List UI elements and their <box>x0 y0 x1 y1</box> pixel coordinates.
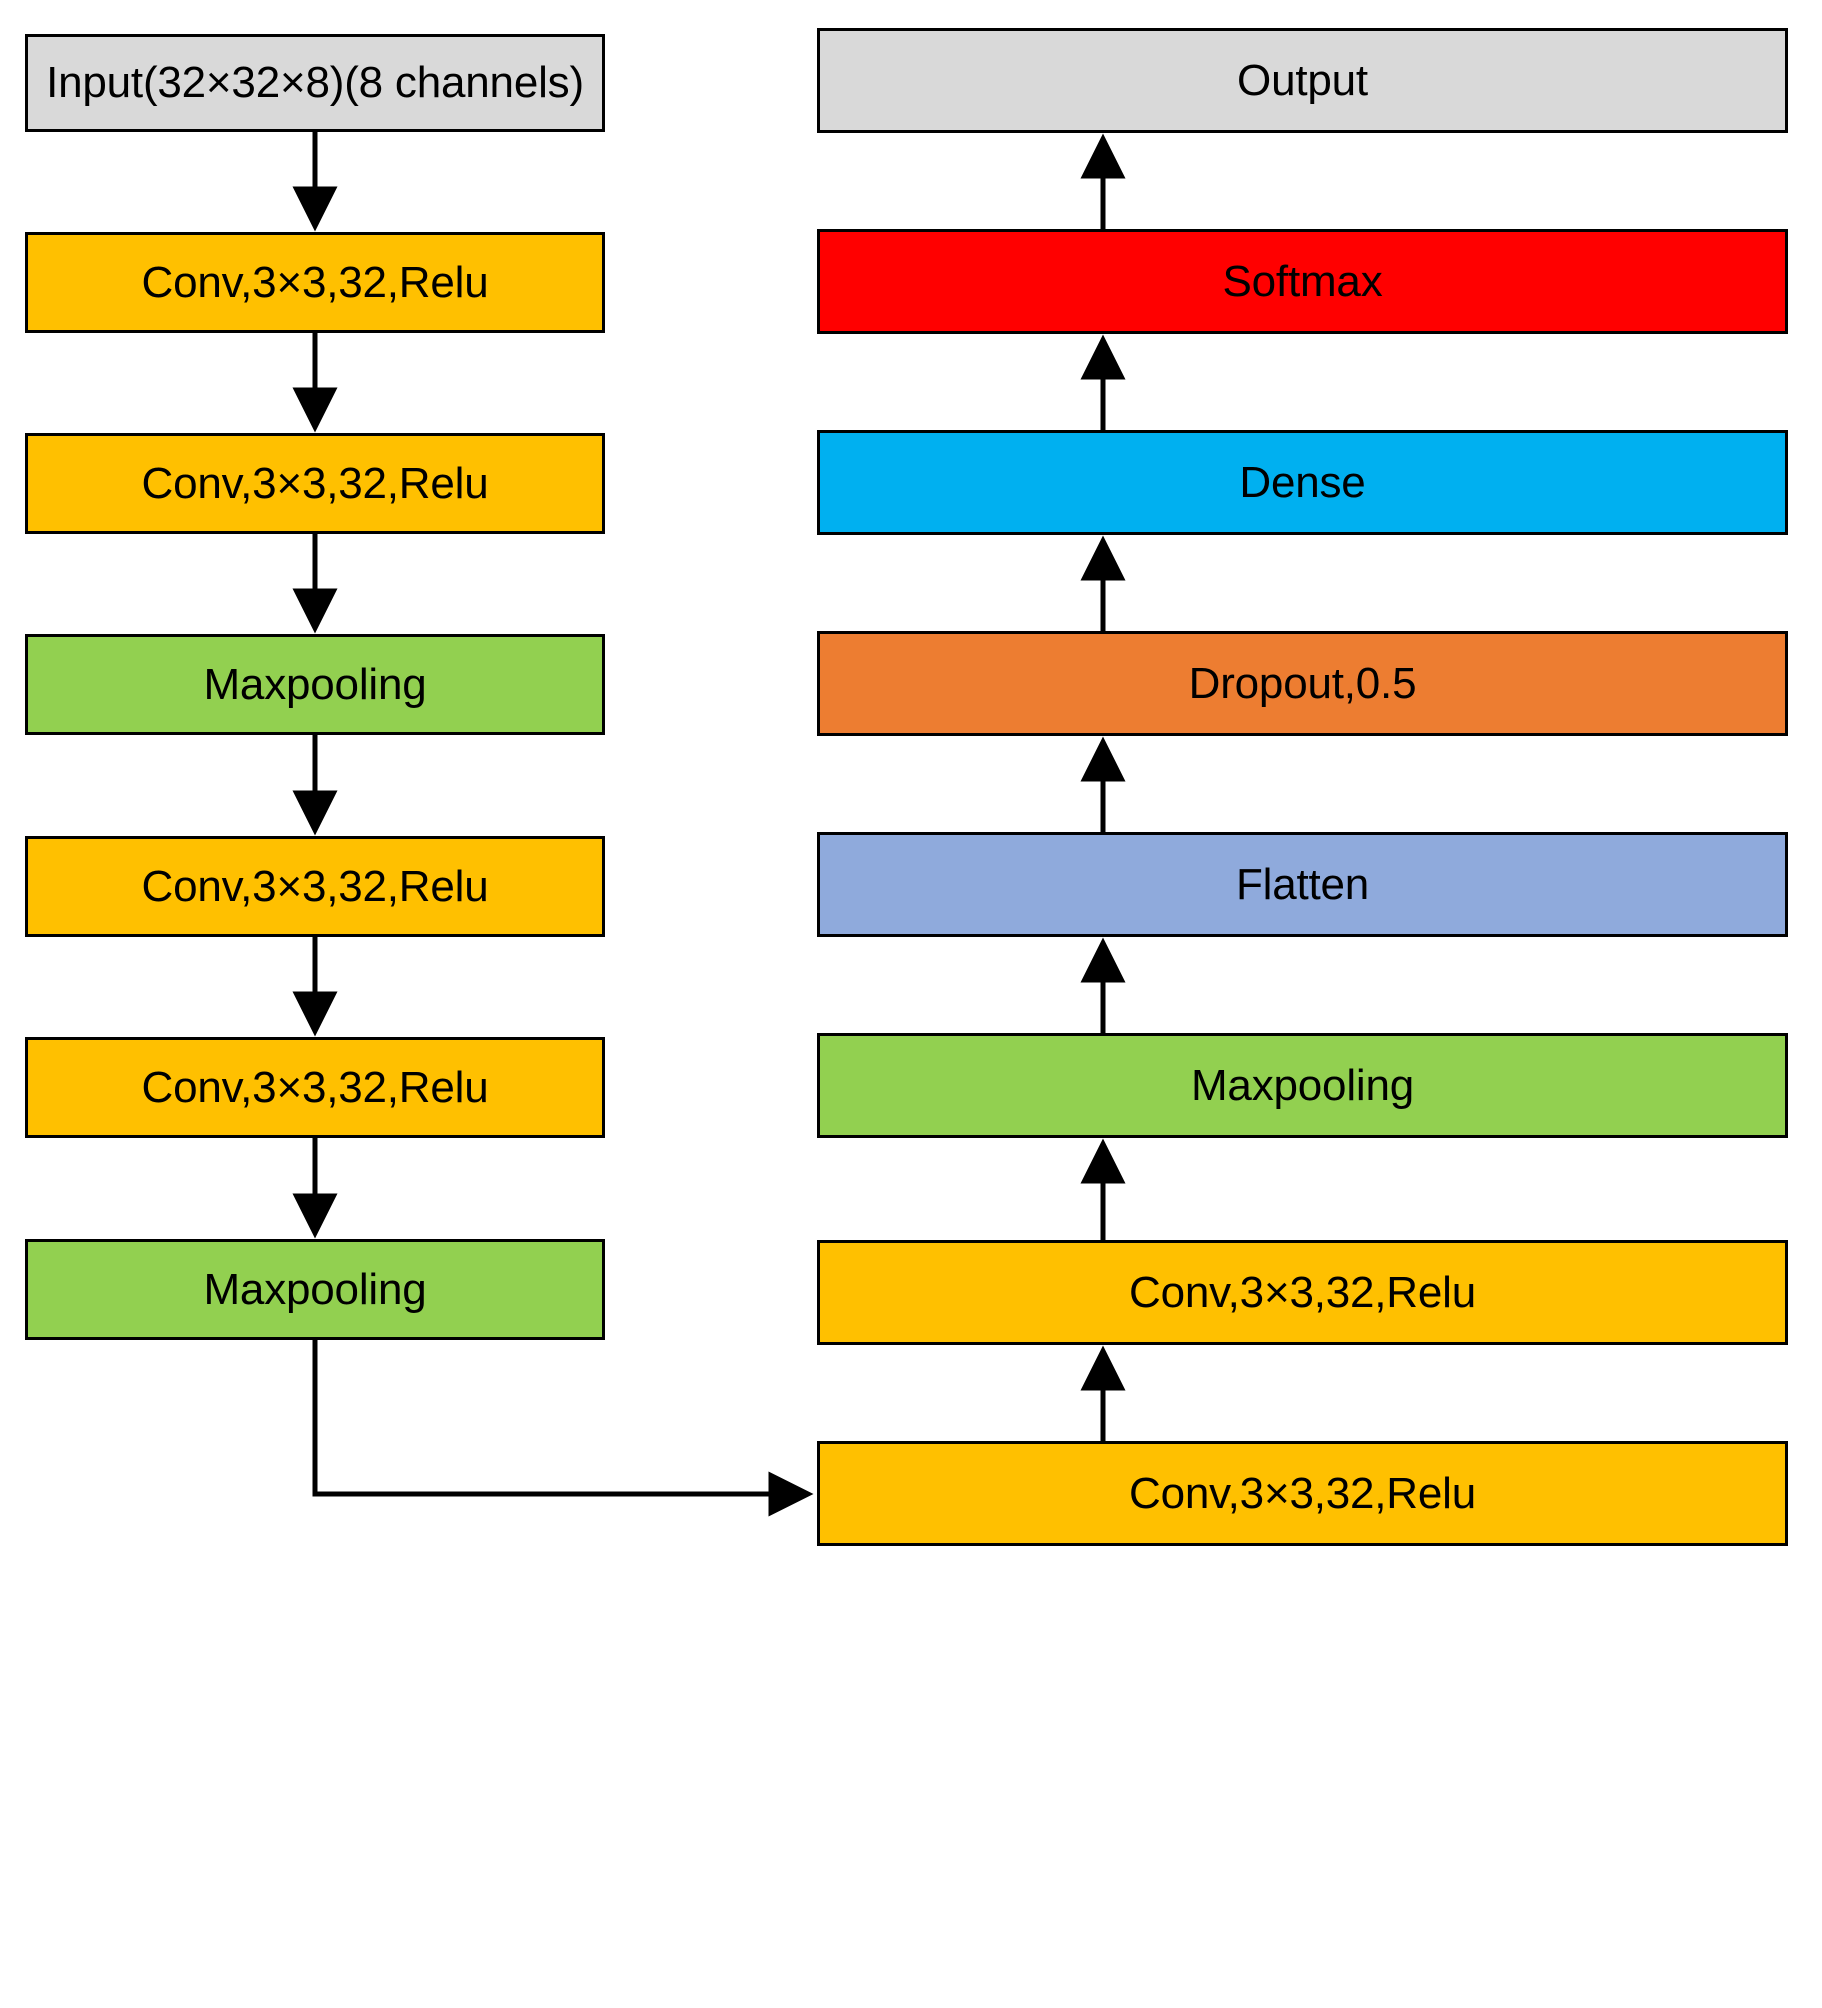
node-dropout[interactable]: Dropout,0.5 <box>817 631 1788 736</box>
node-conv4-label: Conv,3×3,32,Relu <box>141 1062 489 1112</box>
node-flatten-label: Flatten <box>1235 859 1370 909</box>
node-conv1-label: Conv,3×3,32,Relu <box>141 257 489 307</box>
node-softmax[interactable]: Softmax <box>817 229 1788 334</box>
node-maxpooling-2-label: Maxpooling <box>203 1264 427 1314</box>
node-conv4[interactable]: Conv,3×3,32,Relu <box>25 1037 605 1138</box>
node-output[interactable]: Output <box>817 28 1788 133</box>
node-conv5[interactable]: Conv,3×3,32,Relu <box>817 1240 1788 1345</box>
node-conv3[interactable]: Conv,3×3,32,Relu <box>25 836 605 937</box>
node-maxpooling-1[interactable]: Maxpooling <box>25 634 605 735</box>
node-conv2-label: Conv,3×3,32,Relu <box>141 458 489 508</box>
node-conv6-label: Conv,3×3,32,Relu <box>1129 1468 1476 1518</box>
node-maxpooling-2[interactable]: Maxpooling <box>25 1239 605 1340</box>
edge-pool2-to-conv6 <box>312 1340 814 1517</box>
node-conv1[interactable]: Conv,3×3,32,Relu <box>25 232 605 333</box>
node-conv5-label: Conv,3×3,32,Relu <box>1129 1267 1476 1317</box>
node-input[interactable]: Input(32×32×8)(8 channels) <box>25 34 605 132</box>
node-output-label: Output <box>1237 55 1368 105</box>
node-conv2[interactable]: Conv,3×3,32,Relu <box>25 433 605 534</box>
node-input-label: Input(32×32×8)(8 channels) <box>46 58 584 107</box>
node-maxpooling-3-label: Maxpooling <box>1190 1060 1415 1110</box>
node-dense-label: Dense <box>1239 457 1366 507</box>
node-conv6[interactable]: Conv,3×3,32,Relu <box>817 1441 1788 1546</box>
node-maxpooling-3[interactable]: Maxpooling <box>817 1033 1788 1138</box>
node-dropout-label: Dropout,0.5 <box>1188 658 1417 708</box>
node-flatten[interactable]: Flatten <box>817 832 1788 937</box>
node-softmax-label: Softmax <box>1222 256 1383 306</box>
node-dense[interactable]: Dense <box>817 430 1788 535</box>
node-maxpooling-1-label: Maxpooling <box>203 659 427 709</box>
node-conv3-label: Conv,3×3,32,Relu <box>141 861 489 911</box>
